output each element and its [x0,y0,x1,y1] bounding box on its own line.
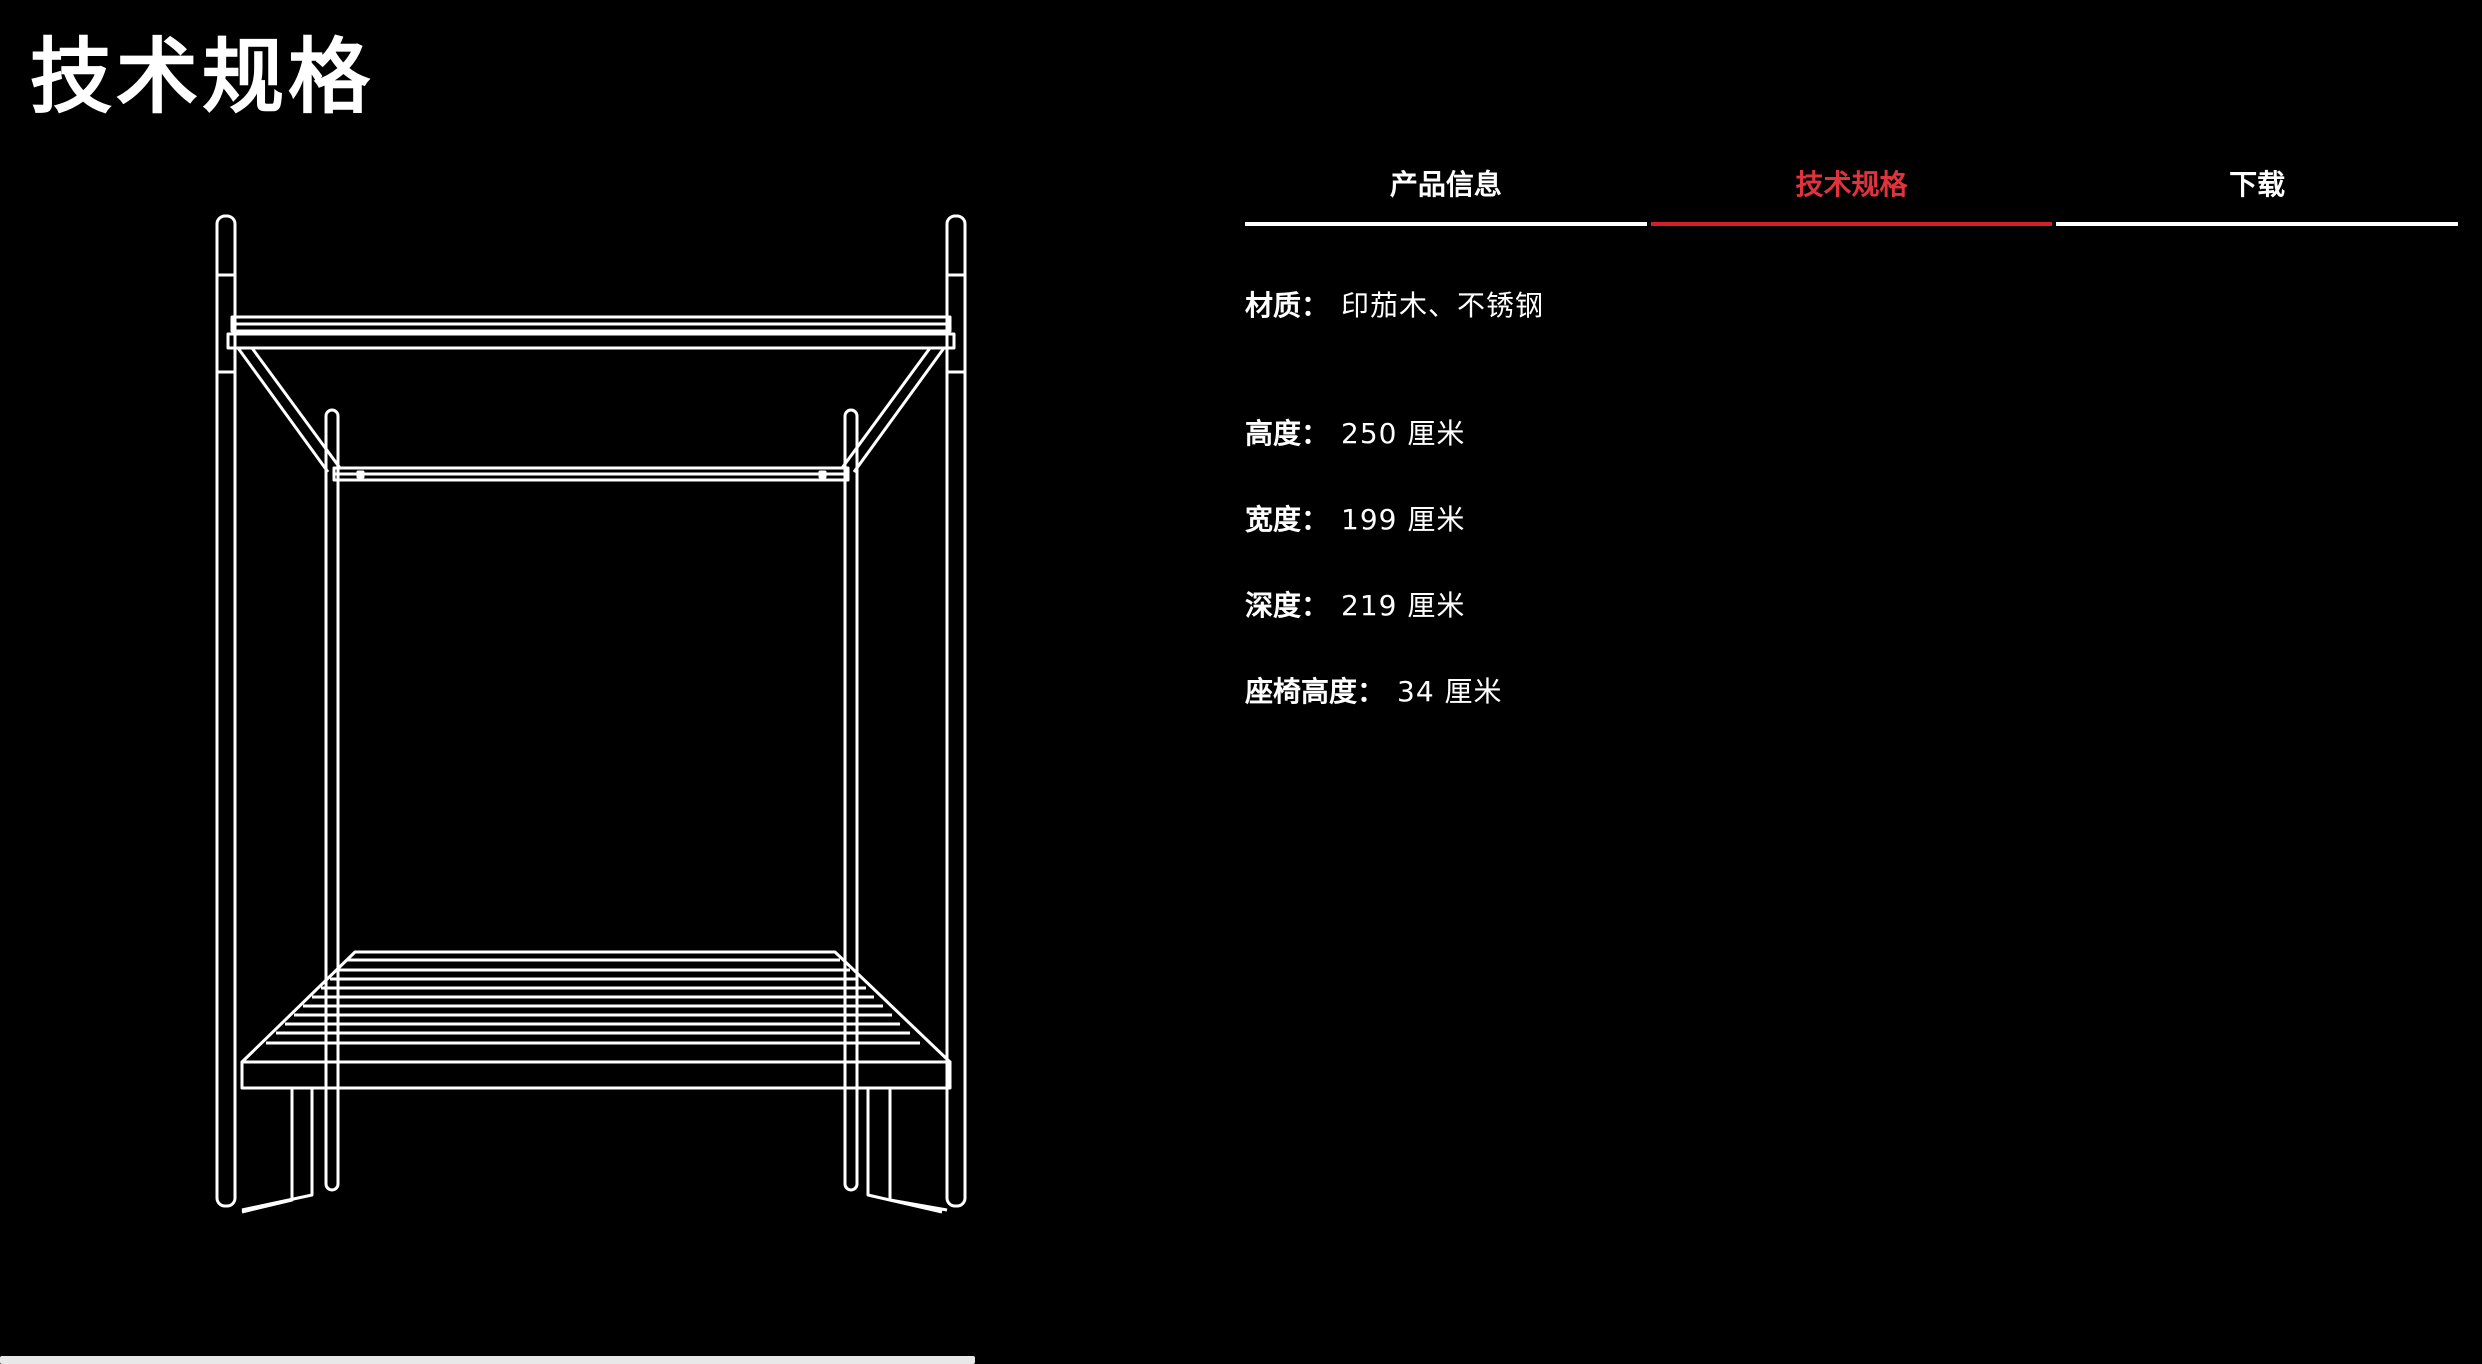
spec-width: 宽度： 199 厘米 [1245,494,1465,546]
spec-width-value: 199 厘米 [1341,503,1466,536]
spec-seat-height: 座椅高度： 34 厘米 [1245,666,1503,718]
spec-seat-height-value: 34 厘米 [1397,675,1503,708]
spec-height: 高度： 250 厘米 [1245,408,1465,460]
spec-seat-height-label: 座椅高度： [1245,675,1386,708]
spec-depth-value: 219 厘米 [1341,589,1466,622]
tab-download[interactable]: 下载 [2056,150,2459,226]
spec-depth: 深度： 219 厘米 [1245,580,1465,632]
spec-height-label: 高度： [1245,417,1330,450]
tab-bar: 产品信息 技术规格 下载 [1245,150,2459,226]
spec-material-label: 材质： [1245,289,1330,322]
page-title: 技术规格 [30,30,375,125]
horizontal-scrollbar[interactable] [0,1356,975,1364]
spec-material: 材质： 印茄木、不锈钢 [1245,280,1544,332]
spec-material-value: 印茄木、不锈钢 [1341,289,1545,322]
spec-depth-label: 深度： [1245,589,1330,622]
spec-width-label: 宽度： [1245,503,1330,536]
tab-product-info[interactable]: 产品信息 [1245,150,1647,226]
product-line-drawing [215,214,967,1214]
tab-specifications[interactable]: 技术规格 [1650,150,2053,226]
spec-height-value: 250 厘米 [1341,417,1466,450]
